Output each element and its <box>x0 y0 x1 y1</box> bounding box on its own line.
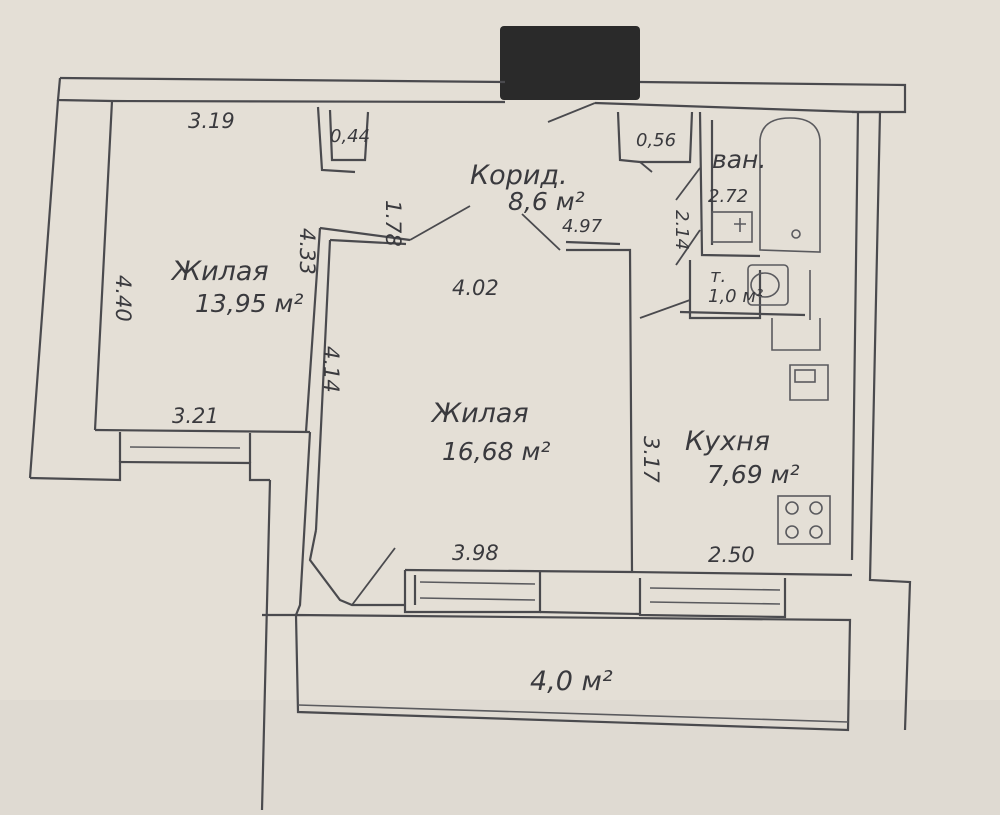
dim-bath-depth: 2.14 <box>671 210 692 250</box>
dim-closet-right: 0,56 <box>636 130 676 151</box>
room-name-living-small: Жилая <box>170 256 269 287</box>
interior-walls <box>304 102 829 607</box>
dim-small-room-height: 4.40 <box>111 275 135 322</box>
dim-small-room-bottom: 3.21 <box>172 404 219 428</box>
room-name-corridor: Корид. <box>470 160 568 191</box>
paper-shadow <box>0 700 1000 815</box>
dim-bath-width: 2.72 <box>708 186 748 207</box>
toilet-icon <box>747 264 789 306</box>
balcony <box>294 613 852 732</box>
room-name-bath: ван. <box>712 145 766 174</box>
room-name-living-large: Жилая <box>430 398 529 429</box>
dimension-labels: 3.19 0,44 1.78 4.33 4.40 3.21 4.97 0,56 … <box>111 109 755 567</box>
dim-kitchen-bottom: 2.50 <box>708 543 755 567</box>
sink-icon <box>711 211 816 383</box>
dim-large-room-top: 4.02 <box>452 276 499 300</box>
stove-icon <box>777 495 831 545</box>
dim-top-left-room-width: 3.19 <box>188 109 235 133</box>
redaction-block <box>500 26 640 100</box>
bottom-windows <box>403 568 853 619</box>
room-area-corridor: 8,6 м² <box>508 187 585 216</box>
room-labels: Жилая 13,95 м² Жилая 16,68 м² Корид. 8,6… <box>170 145 800 697</box>
room-area-living-large: 16,68 м² <box>442 437 550 466</box>
room-area-balcony: 4,0 м² <box>530 666 613 697</box>
dim-small-room-partition: 4.33 <box>295 228 319 275</box>
dim-closet-left: 0,44 <box>330 126 370 147</box>
dim-large-room-bottom: 3.98 <box>452 541 499 565</box>
room-name-toilet: т. <box>710 266 726 287</box>
dim-large-room-left: 4.14 <box>319 346 343 393</box>
bathtub-icon <box>759 117 821 253</box>
outer-walls <box>28 76 912 811</box>
dim-corridor-depth: 1.78 <box>381 200 405 247</box>
room-area-toilet: 1,0 м² <box>708 286 763 307</box>
dim-corridor-length: 4.97 <box>562 216 603 237</box>
room-area-kitchen: 7,69 м² <box>707 460 800 489</box>
dim-large-room-right: 3.17 <box>639 436 663 483</box>
room-area-living-small: 13,95 м² <box>195 289 303 318</box>
room-name-kitchen: Кухня <box>685 426 770 457</box>
